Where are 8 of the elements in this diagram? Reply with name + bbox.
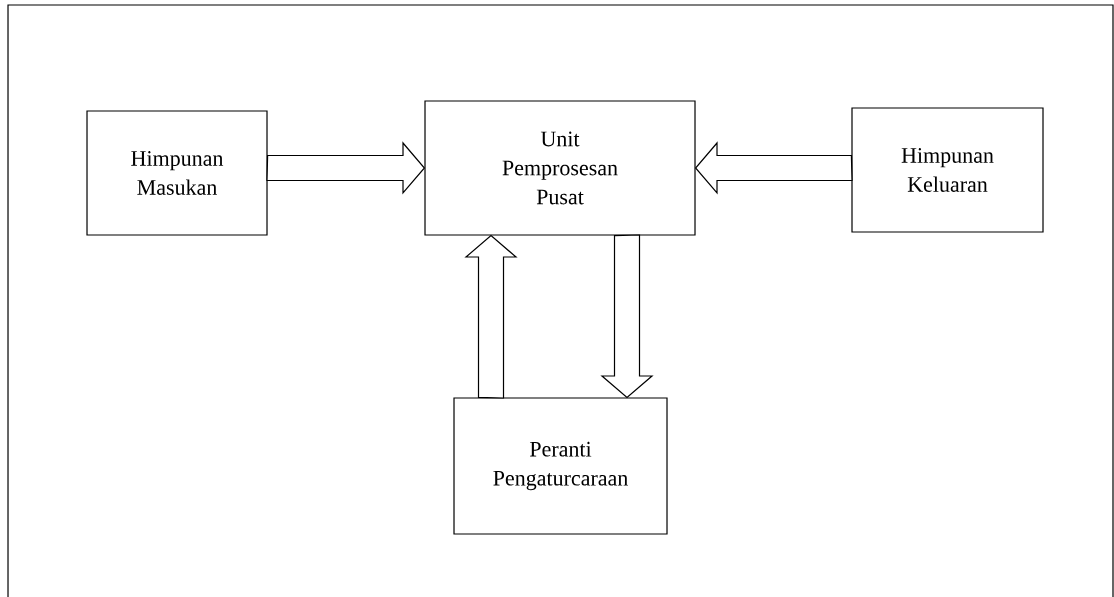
process-box: Himpunan Masukan	[86, 110, 268, 236]
process-box: Himpunan Keluaran	[851, 107, 1044, 233]
block-arrow	[694, 141, 853, 195]
process-box: Unit Pemprosesan Pusat	[424, 100, 696, 236]
block-arrow	[600, 234, 654, 399]
block-arrow	[266, 141, 426, 195]
process-box: Peranti Pengaturcaraan	[453, 397, 668, 535]
block-arrow	[464, 234, 518, 399]
